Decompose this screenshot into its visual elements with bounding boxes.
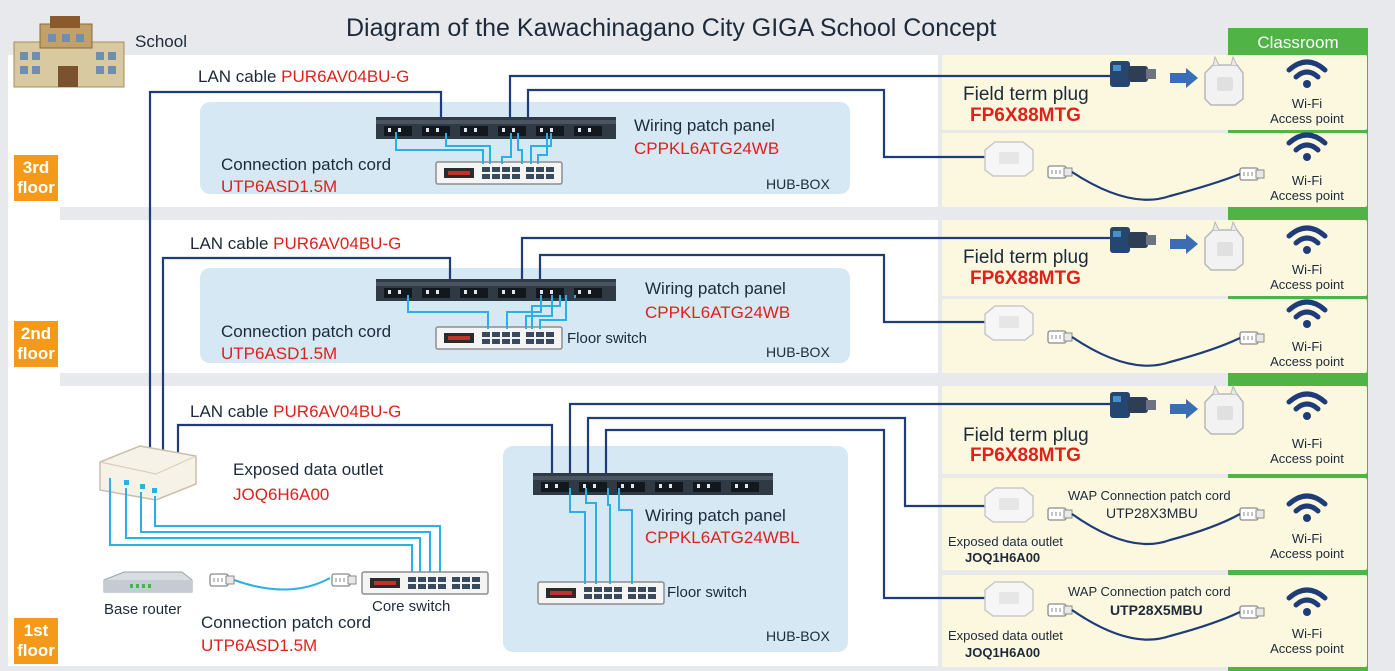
hubbox-label-2: HUB-BOX: [766, 344, 830, 360]
base-router-label: Base router: [104, 601, 182, 618]
room-outlet-label-1: Exposed data outlet: [948, 534, 1063, 549]
field-plug-part-3: FP6X88MTG: [970, 105, 1081, 126]
wap-cord-part-2: UTP28X5MBU: [1110, 602, 1203, 618]
patch-cord-label-2: Connection patch cord: [221, 322, 392, 341]
patch-panel-part-3: CPPKL6ATG24WB: [634, 139, 780, 158]
outlet-part-1: JOQ6H6A00: [233, 485, 330, 504]
patch-cord-label-1: Connection patch cord: [201, 613, 372, 632]
wap-cord-part-1: UTP28X3MBU: [1106, 505, 1198, 521]
diagram-title: Diagram of the Kawachinagano City GIGA S…: [346, 14, 997, 42]
core-switch-label: Core switch: [372, 598, 451, 615]
outlet-label-1: Exposed data outlet: [233, 460, 384, 479]
patch-panel-label-2: Wiring patch panel: [645, 279, 786, 298]
patch-panel-part-1: CPPKL6ATG24WBL: [645, 528, 800, 547]
field-plug-part-2: FP6X88MTG: [970, 268, 1081, 289]
room-outlet-part-1: JOQ1H6A00: [965, 550, 1041, 565]
patch-panel-label-3: Wiring patch panel: [634, 116, 775, 135]
school-label: School: [135, 32, 187, 51]
floor-switch-label-2: Floor switch: [567, 330, 648, 347]
patch-cord-part-1: UTP6ASD1.5M: [201, 636, 318, 655]
room-outlet-label-2: Exposed data outlet: [948, 628, 1063, 643]
classroom-label: Classroom: [1257, 33, 1339, 52]
room-outlet-part-2: JOQ1H6A00: [965, 645, 1041, 660]
lan-cable-label-2: LAN cable PUR6AV04BU-G: [190, 234, 402, 253]
hubbox-label-3: HUB-BOX: [766, 176, 830, 192]
router-icon: [103, 571, 193, 593]
lan-cable-label-3: LAN cable PUR6AV04BU-G: [198, 67, 410, 86]
patch-panel-part-2: CPPKL6ATG24WB: [645, 303, 791, 322]
field-plug-label-2: Field term plug: [963, 247, 1089, 268]
floor-switch-label-1: Floor switch: [667, 584, 748, 601]
patch-cord-part-2: UTP6ASD1.5M: [221, 344, 338, 363]
school-building-icon: [13, 16, 125, 88]
field-plug-part-1: FP6X88MTG: [970, 445, 1081, 466]
data-outlet-icon: [99, 445, 197, 501]
patch-panel-label-1: Wiring patch panel: [645, 506, 786, 525]
patch-cord-part-3: UTP6ASD1.5M: [221, 177, 338, 196]
patch-cord-label-3: Connection patch cord: [221, 155, 392, 174]
field-plug-label-1: Field term plug: [963, 425, 1089, 446]
hubbox-label-1: HUB-BOX: [766, 628, 830, 644]
wap-cord-label-2: WAP Connection patch cord: [1068, 584, 1231, 599]
field-plug-label-3: Field term plug: [963, 84, 1089, 105]
wap-cord-label-1: WAP Connection patch cord: [1068, 488, 1231, 503]
lan-cable-label-1: LAN cable PUR6AV04BU-G: [190, 402, 402, 421]
